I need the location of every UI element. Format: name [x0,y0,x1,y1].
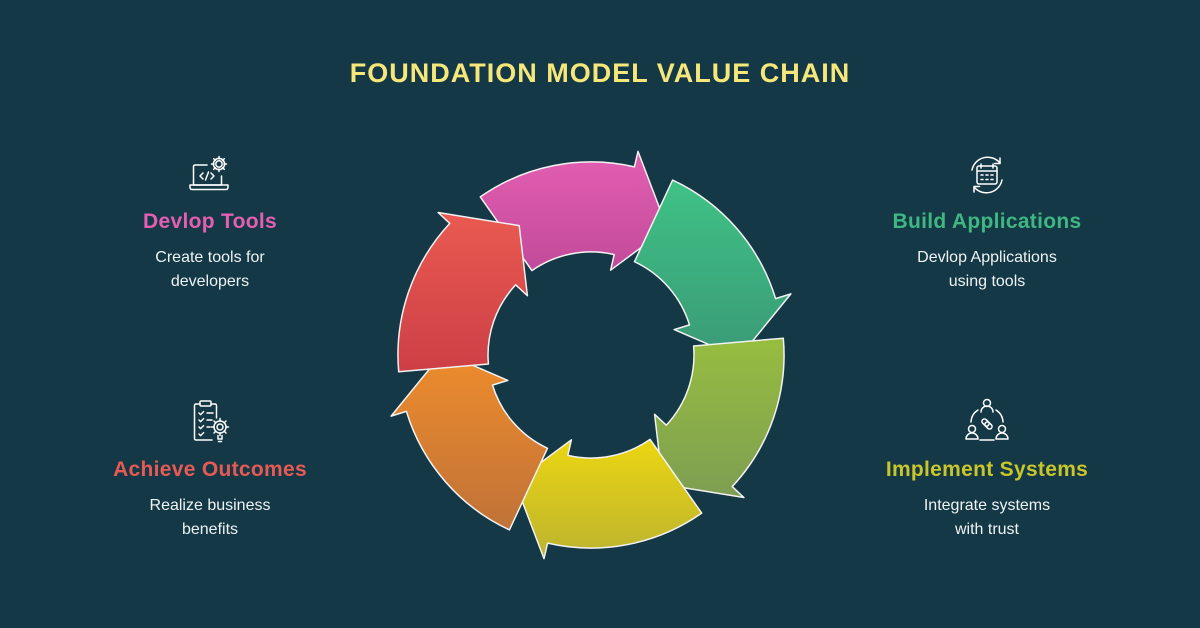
checklist-gear-icon [193,400,230,443]
step-description-line: Devlop Applications [917,249,1057,266]
step-develop-tools: Devlop Tools Create tools for developers [60,152,360,294]
step-description-line: with trust [954,521,1019,538]
step-description-line: using tools [948,273,1026,290]
step-description-line: Realize business [149,497,271,514]
cycle-arrow-olive [653,337,785,499]
step-achieve-outcomes: Achieve Outcomes Realize business benefi… [60,396,360,542]
step-heading: Achieve Outcomes [113,458,307,481]
step-heading: Build Applications [892,210,1082,233]
cycle-arrow-red [397,211,529,373]
cycle-arrow-pink [479,150,668,272]
page-title: FOUNDATION MODEL VALUE CHAIN [349,58,851,88]
step-description-line: developers [170,273,250,290]
step-description: Integrate systems with trust [837,494,1137,542]
people-network-icon [965,398,1009,441]
step-build-applications: Build Applications Devlop Applications u… [837,152,1137,294]
step-description: Realize business benefits [60,494,360,542]
laptop-gear-icon [189,155,229,191]
step-implement-systems: Implement Systems Integrate systems with… [837,396,1137,542]
step-description: Create tools for developers [60,246,360,294]
step-description: Devlop Applications using tools [837,246,1137,294]
cycle-arrow-orange [390,351,549,531]
step-description-line: benefits [181,521,239,538]
step-heading: Devlop Tools [143,210,277,233]
step-description-line: Create tools for [155,249,265,266]
step-description-line: Integrate systems [923,497,1051,514]
cycle-arrow-yellow [514,438,703,560]
cycle-arrow-green [633,179,792,359]
calendar-cycle-icon [971,156,1003,194]
step-heading: Implement Systems [885,458,1089,481]
